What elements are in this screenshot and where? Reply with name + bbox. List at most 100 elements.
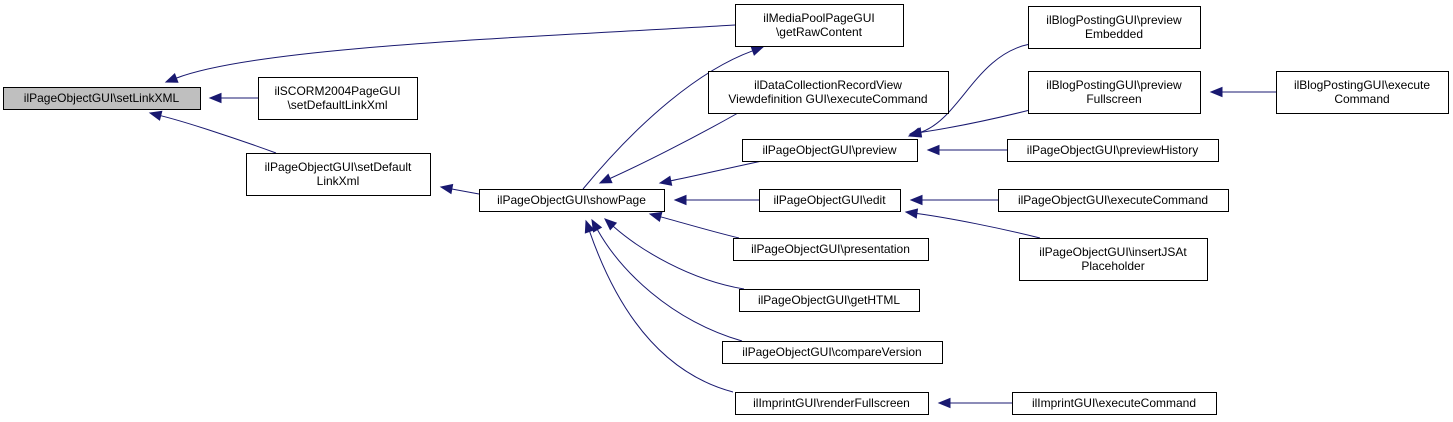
node-previewhistory[interactable]: ilPageObjectGUI\previewHistory (1007, 139, 1219, 162)
node-label-line: ilPageObjectGUI\insertJSAt (1039, 245, 1187, 259)
edge-line (160, 115, 277, 154)
node-label-line: ilPageObjectGUI\compareVersion (742, 345, 921, 359)
edge-edit-to-showpage (673, 194, 759, 206)
node-label-line: ilBlogPostingGUI\preview (1046, 78, 1182, 92)
node-label-line: ilMediaPoolPageGUI (763, 11, 874, 25)
node-presentation[interactable]: ilPageObjectGUI\presentation (733, 238, 929, 261)
arrowhead-icon (658, 175, 673, 186)
edge-pog_exec-to-edit (909, 194, 998, 206)
edge-datacoll-to-showpage (598, 112, 739, 184)
node-box (998, 189, 1229, 212)
node-scorm[interactable]: ilSCORM2004PageGUI\setDefaultLinkXml (258, 77, 418, 120)
edge-compare-to-showpage (591, 218, 743, 342)
node-box (742, 139, 918, 162)
node-label-line: Fullscreen (1086, 92, 1141, 106)
node-box (722, 341, 943, 364)
node-label-line: ilPageObjectGUI\setLinkXML (24, 91, 180, 105)
node-box (1007, 139, 1219, 162)
node-box (759, 189, 901, 212)
node-box (1276, 71, 1449, 114)
arrowhead-icon (591, 218, 603, 233)
edge-line (451, 188, 480, 195)
node-box (1028, 6, 1201, 49)
node-label-line: \setDefaultLinkXml (287, 98, 387, 112)
edge-line (660, 216, 740, 239)
arrowhead-icon (604, 218, 618, 231)
arrowhead-icon (1209, 86, 1223, 98)
arrowhead-icon (937, 397, 951, 409)
node-preview[interactable]: ilPageObjectGUI\preview (742, 139, 918, 162)
arrowhead-icon (648, 211, 663, 223)
node-label-line: ilPageObjectGUI\setDefault (265, 160, 412, 174)
node-label-line: ilPageObjectGUI\getHTML (758, 293, 900, 307)
edge-line (612, 225, 745, 290)
node-box (735, 392, 929, 415)
edge-scorm-to-setlinkxml (208, 92, 258, 104)
node-label-line: ilPageObjectGUI\preview (762, 143, 896, 157)
node-box (1012, 392, 1217, 415)
node-label-line: Command (1334, 92, 1389, 106)
node-label-line: ilPageObjectGUI\edit (773, 193, 886, 207)
arrowhead-icon (673, 194, 687, 206)
node-pog-exec[interactable]: ilPageObjectGUI\executeCommand (998, 189, 1229, 212)
node-box (735, 4, 904, 47)
node-label-line: LinkXml (317, 174, 360, 188)
node-box (258, 77, 418, 120)
node-compare[interactable]: ilPageObjectGUI\compareVersion (722, 341, 943, 364)
edge-preview-to-showpage (658, 160, 763, 186)
edge-previewhistory-to-preview (926, 144, 1007, 156)
node-label-line: ilPageObjectGUI\previewHistory (1027, 143, 1198, 157)
edge-imprint_exec-to-imprint_render (937, 397, 1012, 409)
edge-line (919, 43, 1031, 134)
node-gethtml[interactable]: ilPageObjectGUI\getHTML (739, 289, 920, 312)
arrowhead-icon (908, 127, 923, 138)
node-box (1028, 71, 1201, 114)
edge-line (596, 229, 743, 342)
node-box (246, 153, 431, 196)
node-setlinkxml[interactable]: ilPageObjectGUI\setLinkXML (3, 87, 201, 110)
node-label-line: ilImprintGUI\executeCommand (1032, 396, 1196, 410)
node-blog-exec[interactable]: ilBlogPostingGUI\executeCommand (1276, 71, 1449, 114)
edge-line (582, 50, 753, 190)
node-mediapool[interactable]: ilMediaPoolPageGUI\getRawContent (735, 4, 904, 47)
edge-line (670, 160, 763, 182)
node-imprint-exec[interactable]: ilImprintGUI\executeCommand (1012, 392, 1217, 415)
node-label-line: ilBlogPostingGUI\execute (1294, 78, 1430, 92)
edge-insertjs-to-edit (904, 208, 1041, 239)
node-label-line: Viewdefinition GUI\executeCommand (728, 92, 927, 106)
node-box (479, 189, 665, 212)
node-edit[interactable]: ilPageObjectGUI\edit (759, 189, 901, 212)
arrowhead-icon (598, 173, 613, 184)
node-label-line: ilBlogPostingGUI\preview (1046, 13, 1182, 27)
node-box (3, 87, 201, 110)
arrowhead-icon (164, 72, 179, 83)
arrowhead-icon (909, 194, 923, 206)
node-label-line: Placeholder (1081, 259, 1144, 273)
arrowhead-icon (208, 92, 222, 104)
arrowhead-icon (439, 183, 454, 195)
node-label-line: ilSCORM2004PageGUI (274, 84, 400, 98)
node-label-line: ilImprintGUI\renderFullscreen (753, 396, 910, 410)
edges-layer (148, 24, 1276, 409)
node-imprint-render[interactable]: ilImprintGUI\renderFullscreen (735, 392, 929, 415)
arrowhead-icon (750, 46, 765, 56)
node-label-line: ilPageObjectGUI\executeCommand (1018, 193, 1208, 207)
node-label-line: ilDataCollectionRecordView (754, 78, 902, 92)
edge-line (916, 213, 1041, 239)
arrowhead-icon (904, 208, 919, 219)
edge-presentation-to-showpage (648, 211, 740, 239)
edge-setdefault-to-setlinkxml (148, 110, 277, 154)
node-box (708, 71, 949, 114)
node-setdefault[interactable]: ilPageObjectGUI\setDefaultLinkXml (246, 153, 431, 196)
arrowhead-icon (926, 144, 940, 156)
node-showpage[interactable]: ilPageObjectGUI\showPage (479, 189, 665, 212)
edge-mediapool-to-setlinkxml (164, 24, 736, 83)
node-box (739, 289, 920, 312)
node-label-line: Embedded (1085, 27, 1143, 41)
node-datacoll[interactable]: ilDataCollectionRecordViewViewdefinition… (708, 71, 949, 114)
nodes-layer: ilPageObjectGUI\setLinkXML ilMediaPoolPag… (3, 4, 1449, 415)
